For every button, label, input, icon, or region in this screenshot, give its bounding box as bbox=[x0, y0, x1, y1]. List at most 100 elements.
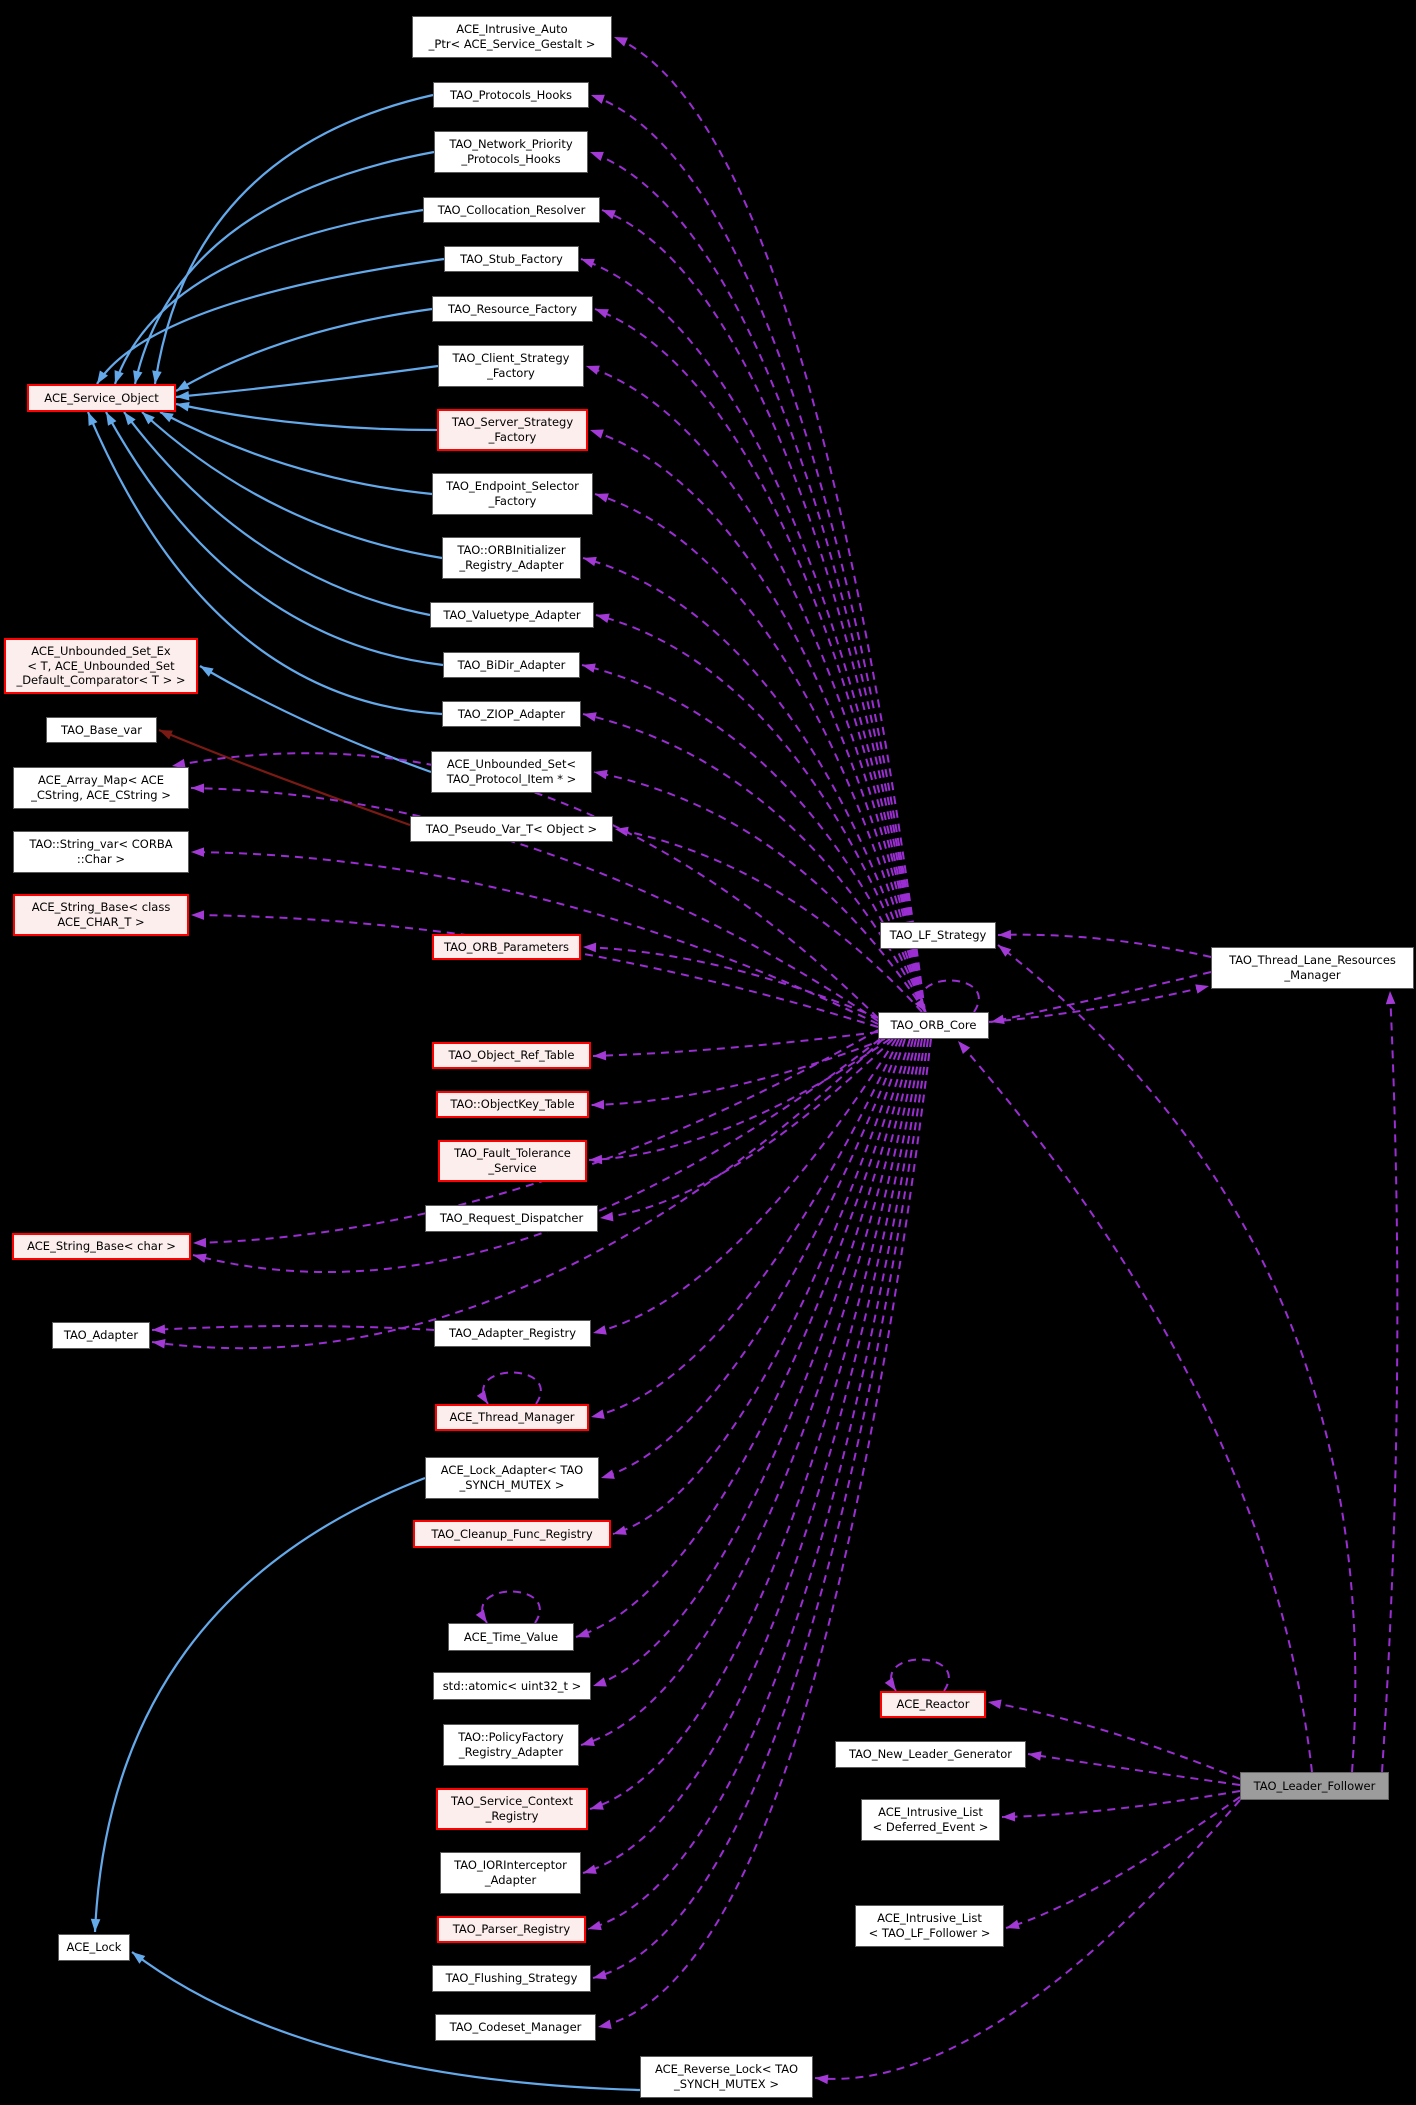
node-flushing_strategy[interactable]: TAO_Flushing_Strategy bbox=[432, 1965, 591, 1992]
orb_core-uses-array_map-a-arrowhead bbox=[172, 758, 186, 769]
node-policy_factory[interactable]: TAO::PolicyFactory _Registry_Adapter bbox=[443, 1724, 579, 1766]
node-thread_manager[interactable]: ACE_Thread_Manager bbox=[435, 1404, 589, 1431]
node-object_ref_table[interactable]: TAO_Object_Ref_Table bbox=[432, 1042, 591, 1069]
leader_follower-uses-lf_strategy bbox=[997, 944, 1357, 1773]
collocation_resolver-inherits-service_object-arrowhead bbox=[114, 370, 124, 384]
bidir_adapter-inherits-service_object bbox=[105, 411, 444, 667]
node-orbinitializer[interactable]: TAO::ORBInitializer _Registry_Adapter bbox=[442, 537, 581, 579]
orb_core-uses-string_base_char-a bbox=[192, 1029, 879, 1244]
orb_core-uses-thread_manager bbox=[590, 1038, 900, 1418]
orb_core-uses-server_strategy bbox=[589, 429, 926, 1013]
node-service_context[interactable]: TAO_Service_Context _Registry bbox=[436, 1788, 588, 1830]
stub_factory-inherits-service_object bbox=[96, 257, 445, 385]
node-intrusive_auto_ptr[interactable]: ACE_Intrusive_Auto _Ptr< ACE_Service_Ges… bbox=[412, 16, 612, 58]
node-intrusive_lf_follower[interactable]: ACE_Intrusive_List < TAO_LF_Follower > bbox=[855, 1905, 1004, 1947]
node-endpoint_selector[interactable]: TAO_Endpoint_Selector _Factory bbox=[432, 473, 593, 515]
orb_core-uses-resource_factory bbox=[594, 308, 926, 1013]
leader_follower-uses-orb_core bbox=[957, 1040, 1313, 1773]
node-time_value[interactable]: ACE_Time_Value bbox=[448, 1623, 574, 1651]
client_strategy-inherits-service_object-arrowhead bbox=[176, 390, 190, 401]
orb_core-uses-thread_lane-arrowhead bbox=[1195, 984, 1209, 994]
orb_core-uses-valuetype_adapter bbox=[595, 614, 926, 1013]
node-unbounded_set_ex[interactable]: ACE_Unbounded_Set_Ex < T, ACE_Unbounded_… bbox=[4, 638, 198, 694]
stub_factory-inherits-service_object-arrowhead bbox=[97, 370, 108, 384]
orb_core-uses-string_base_T bbox=[190, 914, 879, 1028]
orb_core-uses-codeset_manager-arrowhead bbox=[598, 2019, 612, 2030]
leader_follower-uses-new_leader_gen bbox=[1027, 1753, 1241, 1786]
leader_follower-uses-thread_lane bbox=[1381, 990, 1399, 1773]
orb_core-uses-string_base_char-b-arrowhead bbox=[193, 1253, 207, 1263]
orb_core-uses-lock_adapter-arrowhead bbox=[601, 1469, 615, 1479]
orb_core-uses-request_dispatcher bbox=[599, 1038, 894, 1219]
node-string_base_T[interactable]: ACE_String_Base< class ACE_CHAR_T > bbox=[13, 894, 189, 936]
node-orb_parameters[interactable]: TAO_ORB_Parameters bbox=[432, 934, 581, 960]
orb_core-uses-cleanup_func-arrowhead bbox=[613, 1525, 627, 1535]
node-base_var[interactable]: TAO_Base_var bbox=[46, 717, 157, 743]
leader_follower-uses-thread_lane-arrowhead bbox=[1385, 991, 1396, 1005]
node-lock[interactable]: ACE_Lock bbox=[58, 1934, 130, 1961]
leader_follower-uses-reactor-arrowhead bbox=[988, 1699, 1002, 1710]
node-new_leader_gen[interactable]: TAO_New_Leader_Generator bbox=[835, 1741, 1026, 1768]
unbounded_set-inherits-unbounded_set_ex bbox=[199, 665, 432, 774]
node-service_object[interactable]: ACE_Service_Object bbox=[27, 384, 176, 412]
node-reverse_lock[interactable]: ACE_Reverse_Lock< TAO _SYNCH_MUTEX > bbox=[640, 2056, 813, 2098]
node-intrusive_deferred[interactable]: ACE_Intrusive_List < Deferred_Event > bbox=[861, 1799, 1000, 1841]
node-codeset_manager[interactable]: TAO_Codeset_Manager bbox=[435, 2014, 596, 2041]
node-network_priority[interactable]: TAO_Network_Priority _Protocols_Hooks bbox=[434, 131, 588, 173]
node-lock_adapter[interactable]: ACE_Lock_Adapter< TAO _SYNCH_MUTEX > bbox=[425, 1457, 599, 1499]
node-objectkey_table[interactable]: TAO::ObjectKey_Table bbox=[436, 1091, 589, 1118]
node-ziop_adapter[interactable]: TAO_ZIOP_Adapter bbox=[442, 701, 581, 727]
orb_core-uses-thread_lane bbox=[988, 985, 1210, 1023]
orb_core-uses-pseudo_var-arrowhead bbox=[615, 826, 629, 837]
node-stub_factory[interactable]: TAO_Stub_Factory bbox=[444, 246, 579, 272]
node-adapter[interactable]: TAO_Adapter bbox=[52, 1322, 150, 1349]
node-orb_core[interactable]: TAO_ORB_Core bbox=[878, 1012, 989, 1039]
node-fault_tolerance[interactable]: TAO_Fault_Tolerance _Service bbox=[438, 1140, 587, 1182]
endpoint_selector-inherits-service_object bbox=[159, 411, 433, 496]
orb_core-uses-policy_factory bbox=[580, 1038, 917, 1746]
orb_core-uses-bidir_adapter-arrowhead bbox=[582, 663, 596, 673]
node-adapter_registry[interactable]: TAO_Adapter_Registry bbox=[434, 1320, 591, 1347]
orb_core-uses-flushing_strategy-arrowhead bbox=[593, 1970, 607, 1980]
ziop_adapter-inherits-service_object bbox=[86, 411, 443, 716]
thread_lane-uses-lf_strategy bbox=[997, 933, 1212, 958]
orb_core-uses-client_strategy-arrowhead bbox=[586, 365, 600, 375]
orb_core-uses-iorinterceptor-arrowhead bbox=[583, 1864, 597, 1874]
valuetype_adapter-inherits-service_object bbox=[123, 411, 431, 617]
node-parser_registry[interactable]: TAO_Parser_Registry bbox=[437, 1916, 586, 1943]
node-leader_follower[interactable]: TAO_Leader_Follower bbox=[1240, 1772, 1389, 1800]
orb_core-uses-time_value-arrowhead bbox=[576, 1628, 590, 1638]
resource_factory-inherits-service_object bbox=[175, 307, 433, 392]
node-string_var[interactable]: TAO::String_var< CORBA ::Char > bbox=[13, 831, 189, 873]
node-std_atomic[interactable]: std::atomic< uint32_t > bbox=[433, 1672, 591, 1700]
leader_follower-uses-orb_core-arrowhead bbox=[958, 1041, 971, 1054]
orb_core-uses-parser_registry-arrowhead bbox=[588, 1920, 602, 1931]
orb_core-self-loop bbox=[920, 979, 980, 1013]
orb_core-uses-protocols_hooks bbox=[590, 94, 926, 1013]
orb_core-uses-endpoint_selector bbox=[594, 493, 926, 1013]
lock_adapter-inherits-lock-arrowhead bbox=[90, 1918, 101, 1932]
node-thread_lane[interactable]: TAO_Thread_Lane_Resources _Manager bbox=[1211, 947, 1414, 989]
orb_core-uses-protocols_hooks-arrowhead bbox=[591, 94, 605, 104]
node-valuetype_adapter[interactable]: TAO_Valuetype_Adapter bbox=[430, 602, 594, 628]
node-server_strategy[interactable]: TAO_Server_Strategy _Factory bbox=[437, 409, 588, 451]
node-collocation_resolver[interactable]: TAO_Collocation_Resolver bbox=[423, 197, 600, 223]
node-unbounded_set_protocol[interactable]: ACE_Unbounded_Set< TAO_Protocol_Item * > bbox=[431, 751, 592, 793]
node-array_map[interactable]: ACE_Array_Map< ACE _CString, ACE_CString… bbox=[13, 767, 189, 809]
orb_core-uses-network_priority bbox=[589, 151, 926, 1013]
node-request_dispatcher[interactable]: TAO_Request_Dispatcher bbox=[425, 1205, 598, 1232]
node-pseudo_var[interactable]: TAO_Pseudo_Var_T< Object > bbox=[410, 816, 613, 842]
node-iorinterceptor[interactable]: TAO_IORInterceptor _Adapter bbox=[440, 1852, 581, 1894]
leader_follower-uses-intrusive_deferred bbox=[1001, 1790, 1241, 1818]
node-cleanup_func[interactable]: TAO_Cleanup_Func_Registry bbox=[413, 1520, 611, 1548]
node-lf_strategy[interactable]: TAO_LF_Strategy bbox=[880, 922, 996, 949]
node-client_strategy[interactable]: TAO_Client_Strategy _Factory bbox=[438, 345, 584, 387]
node-bidir_adapter[interactable]: TAO_BiDir_Adapter bbox=[443, 652, 580, 678]
node-reactor[interactable]: ACE_Reactor bbox=[880, 1691, 986, 1718]
node-resource_factory[interactable]: TAO_Resource_Factory bbox=[432, 296, 593, 322]
reverse_lock-inherits-lock-arrowhead bbox=[132, 1952, 146, 1964]
orb_core-uses-string_var bbox=[190, 851, 879, 1025]
node-protocols_hooks[interactable]: TAO_Protocols_Hooks bbox=[433, 82, 589, 108]
orb_core-uses-codeset_manager bbox=[597, 1038, 932, 2028]
node-string_base_char[interactable]: ACE_String_Base< char > bbox=[12, 1233, 191, 1260]
